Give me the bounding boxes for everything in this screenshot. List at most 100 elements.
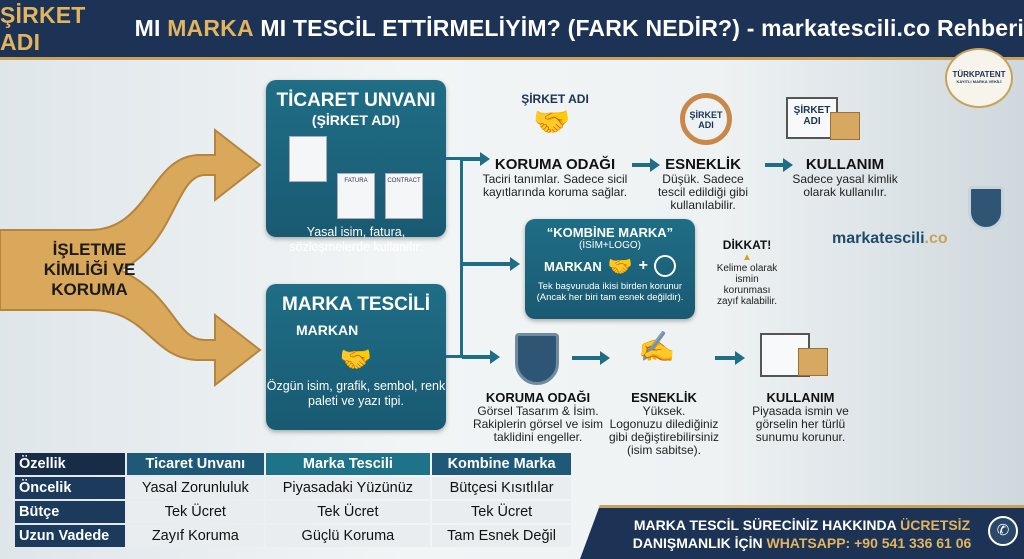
site-logo: markatescili.co bbox=[832, 230, 948, 248]
table-cell: Yasal Zorunluluk bbox=[127, 477, 264, 499]
connector bbox=[446, 355, 462, 358]
card-text: Özgün isim, grafik, sembol, renk paleti … bbox=[266, 379, 446, 408]
table-cell: Piyasadaki Yüzünüz bbox=[265, 477, 431, 499]
table-cell: Zayıf Koruma bbox=[127, 525, 264, 547]
arrow-icon bbox=[462, 152, 490, 166]
step-text: Logonuzu dilediğiniz gibi değiştirebilir… bbox=[608, 417, 720, 457]
card-subtitle: (ŞİRKET ADI) bbox=[311, 112, 401, 128]
certificate-icon bbox=[289, 136, 327, 182]
step-text: Rakiplerin görsel ve isim taklidini enge… bbox=[472, 417, 604, 444]
whatsapp-number[interactable]: WHATSAPP: +90 541 336 61 06 bbox=[766, 535, 972, 551]
connector bbox=[446, 157, 462, 160]
title-text: MI bbox=[128, 15, 168, 41]
arrow-icon bbox=[462, 350, 500, 364]
arrow-icon bbox=[715, 351, 745, 365]
step-subtitle: Görsel Tasarım & İsim. bbox=[477, 404, 599, 418]
page-header: ŞİRKET ADI MI MARKA MI TESCİL ETTİRMELİY… bbox=[0, 0, 1024, 60]
pen-sketch-icon: ✍ bbox=[638, 331, 676, 364]
step-title: KULLANIM bbox=[766, 390, 835, 405]
whatsapp-icon[interactable]: ✆ bbox=[988, 516, 1018, 546]
handshake-icon: 🤝 bbox=[607, 255, 633, 278]
title-highlight: ŞİRKET ADI bbox=[0, 1, 86, 55]
step-text: Taciri tanımlar. Sadece sicil kayıtların… bbox=[482, 172, 628, 199]
card-title: “KOMBİNE MARKA” bbox=[546, 225, 674, 240]
brand-name: MARKAN bbox=[296, 322, 359, 338]
badge-subtext: KAYITLI MARKA VEKİLİ bbox=[956, 79, 1002, 84]
table-header: Özellik bbox=[15, 453, 125, 475]
logo-text: markatescili bbox=[832, 230, 925, 247]
step-title: KORUMA ODAĞI bbox=[485, 390, 591, 405]
step-title: ESNEKLİK bbox=[631, 390, 697, 405]
comparison-table: Özellik Ticaret Unvanı Marka Tescili Kom… bbox=[13, 451, 573, 549]
table-header-row: Özellik Ticaret Unvanı Marka Tescili Kom… bbox=[15, 453, 571, 475]
row-label: Bütçe bbox=[15, 501, 125, 523]
step-text: Piyasada ismin ve görselin her türlü sun… bbox=[752, 404, 849, 444]
warning-note: DİKKAT! ▲ Kelime olarak ismin korunması … bbox=[712, 238, 782, 307]
title-highlight-2: MARKA bbox=[167, 15, 254, 41]
ticaret-unvani-card: TİCARET UNVANI (ŞİRKET ADI) FATURA CONTRA… bbox=[266, 80, 446, 254]
cta-text: DANIŞMANLIK İÇİN bbox=[632, 535, 767, 551]
arrow-icon bbox=[572, 351, 610, 365]
logo-tld: .co bbox=[924, 230, 948, 247]
warning-title: DİKKAT! bbox=[722, 238, 772, 252]
kombine-marka-card: “KOMBİNE MARKA” (İSİM+LOGO) MARKAN 🤝 + T… bbox=[525, 219, 695, 319]
row-label: Öncelik bbox=[15, 477, 125, 499]
contract-icon: CONTRACT bbox=[385, 173, 423, 219]
marka-tescili-card: MARKA TESCİLİ MARKAN 🤝 Özgün isim, grafi… bbox=[266, 284, 446, 430]
table-cell: Bütçesi Kısıtlılar bbox=[432, 477, 571, 499]
box-icon bbox=[830, 112, 860, 140]
crossed-name-icon: ŞİRKET ADI bbox=[680, 93, 732, 145]
step-title: KORUMA ODAĞI bbox=[494, 156, 616, 173]
invoice-icon: FATURA bbox=[337, 173, 375, 219]
badge-text: TÜRKPATENT bbox=[952, 70, 1006, 79]
card-text: Tek başvuruda ikisi birden korunur (Anca… bbox=[536, 281, 684, 303]
arrow-icon bbox=[462, 257, 520, 271]
card-subtitle: (İSİM+LOGO) bbox=[579, 240, 641, 251]
table-header: Kombine Marka bbox=[432, 453, 571, 475]
title-text-2: MI TESCİL ETTİRMELİYİM? (FARK NEDİR?) - … bbox=[253, 15, 1024, 41]
table-header: Marka Tescili bbox=[265, 453, 431, 475]
brand-name: MARKAN bbox=[543, 258, 602, 274]
table-cell: Tam Esnek Değil bbox=[432, 525, 571, 547]
center-label: İŞLETME KİMLİĞİ VE KORUMA bbox=[43, 240, 136, 299]
step-text: Sadece yasal kimlik olarak kullanılır. bbox=[792, 172, 898, 199]
cta-highlight: ÜCRETSİZ bbox=[900, 517, 971, 533]
table-cell: Tek Ücret bbox=[265, 501, 431, 523]
sirket-adi-label: ŞİRKET ADI bbox=[521, 92, 589, 106]
step-text: Düşük. Sadece tescil edildiği gibi kulla… bbox=[657, 172, 749, 212]
row-label: Uzun Vadede bbox=[15, 525, 125, 547]
gold-split-arrow bbox=[0, 127, 262, 388]
turkpatent-badge: TÜRKPATENT KAYITLI MARKA VEKİLİ bbox=[945, 48, 1013, 108]
arrow-icon bbox=[632, 158, 660, 172]
box-icon bbox=[798, 348, 828, 376]
cta-text: MARKA TESCİL SÜRECİNİZ HAKKINDA bbox=[633, 517, 901, 533]
shield-icon bbox=[968, 186, 1004, 230]
card-text: Yasal isim, fatura, sözleşmelerde kullan… bbox=[289, 225, 423, 254]
card-title: TİCARET UNVANI bbox=[276, 90, 436, 111]
card-title: MARKA TESCİLİ bbox=[281, 294, 431, 315]
step-title: KULLANIM bbox=[805, 156, 885, 173]
plus-sign: + bbox=[638, 257, 649, 274]
handshake-icon: 🤝 bbox=[339, 344, 373, 374]
connector bbox=[460, 157, 463, 357]
table-cell: Güçlü Koruma bbox=[265, 525, 431, 547]
table-cell: Tek Ücret bbox=[127, 501, 264, 523]
shield-icon bbox=[515, 333, 559, 385]
whatsapp-cta-banner[interactable]: MARKA TESCİL SÜRECİNİZ HAKKINDA ÜCRETSİZ… bbox=[580, 505, 1024, 559]
handshake-icon: 🤝 bbox=[533, 106, 571, 139]
leaf-logo-icon bbox=[654, 255, 677, 277]
step-subtitle: Yüksek. bbox=[642, 404, 686, 418]
step-title: ESNEKLİK bbox=[665, 156, 741, 173]
table-header: Ticaret Unvanı bbox=[127, 453, 264, 475]
screen-label: ŞİRKET ADI bbox=[793, 105, 831, 127]
warning-text: Kelime olarak ismin korunması zayıf kala… bbox=[716, 263, 778, 307]
